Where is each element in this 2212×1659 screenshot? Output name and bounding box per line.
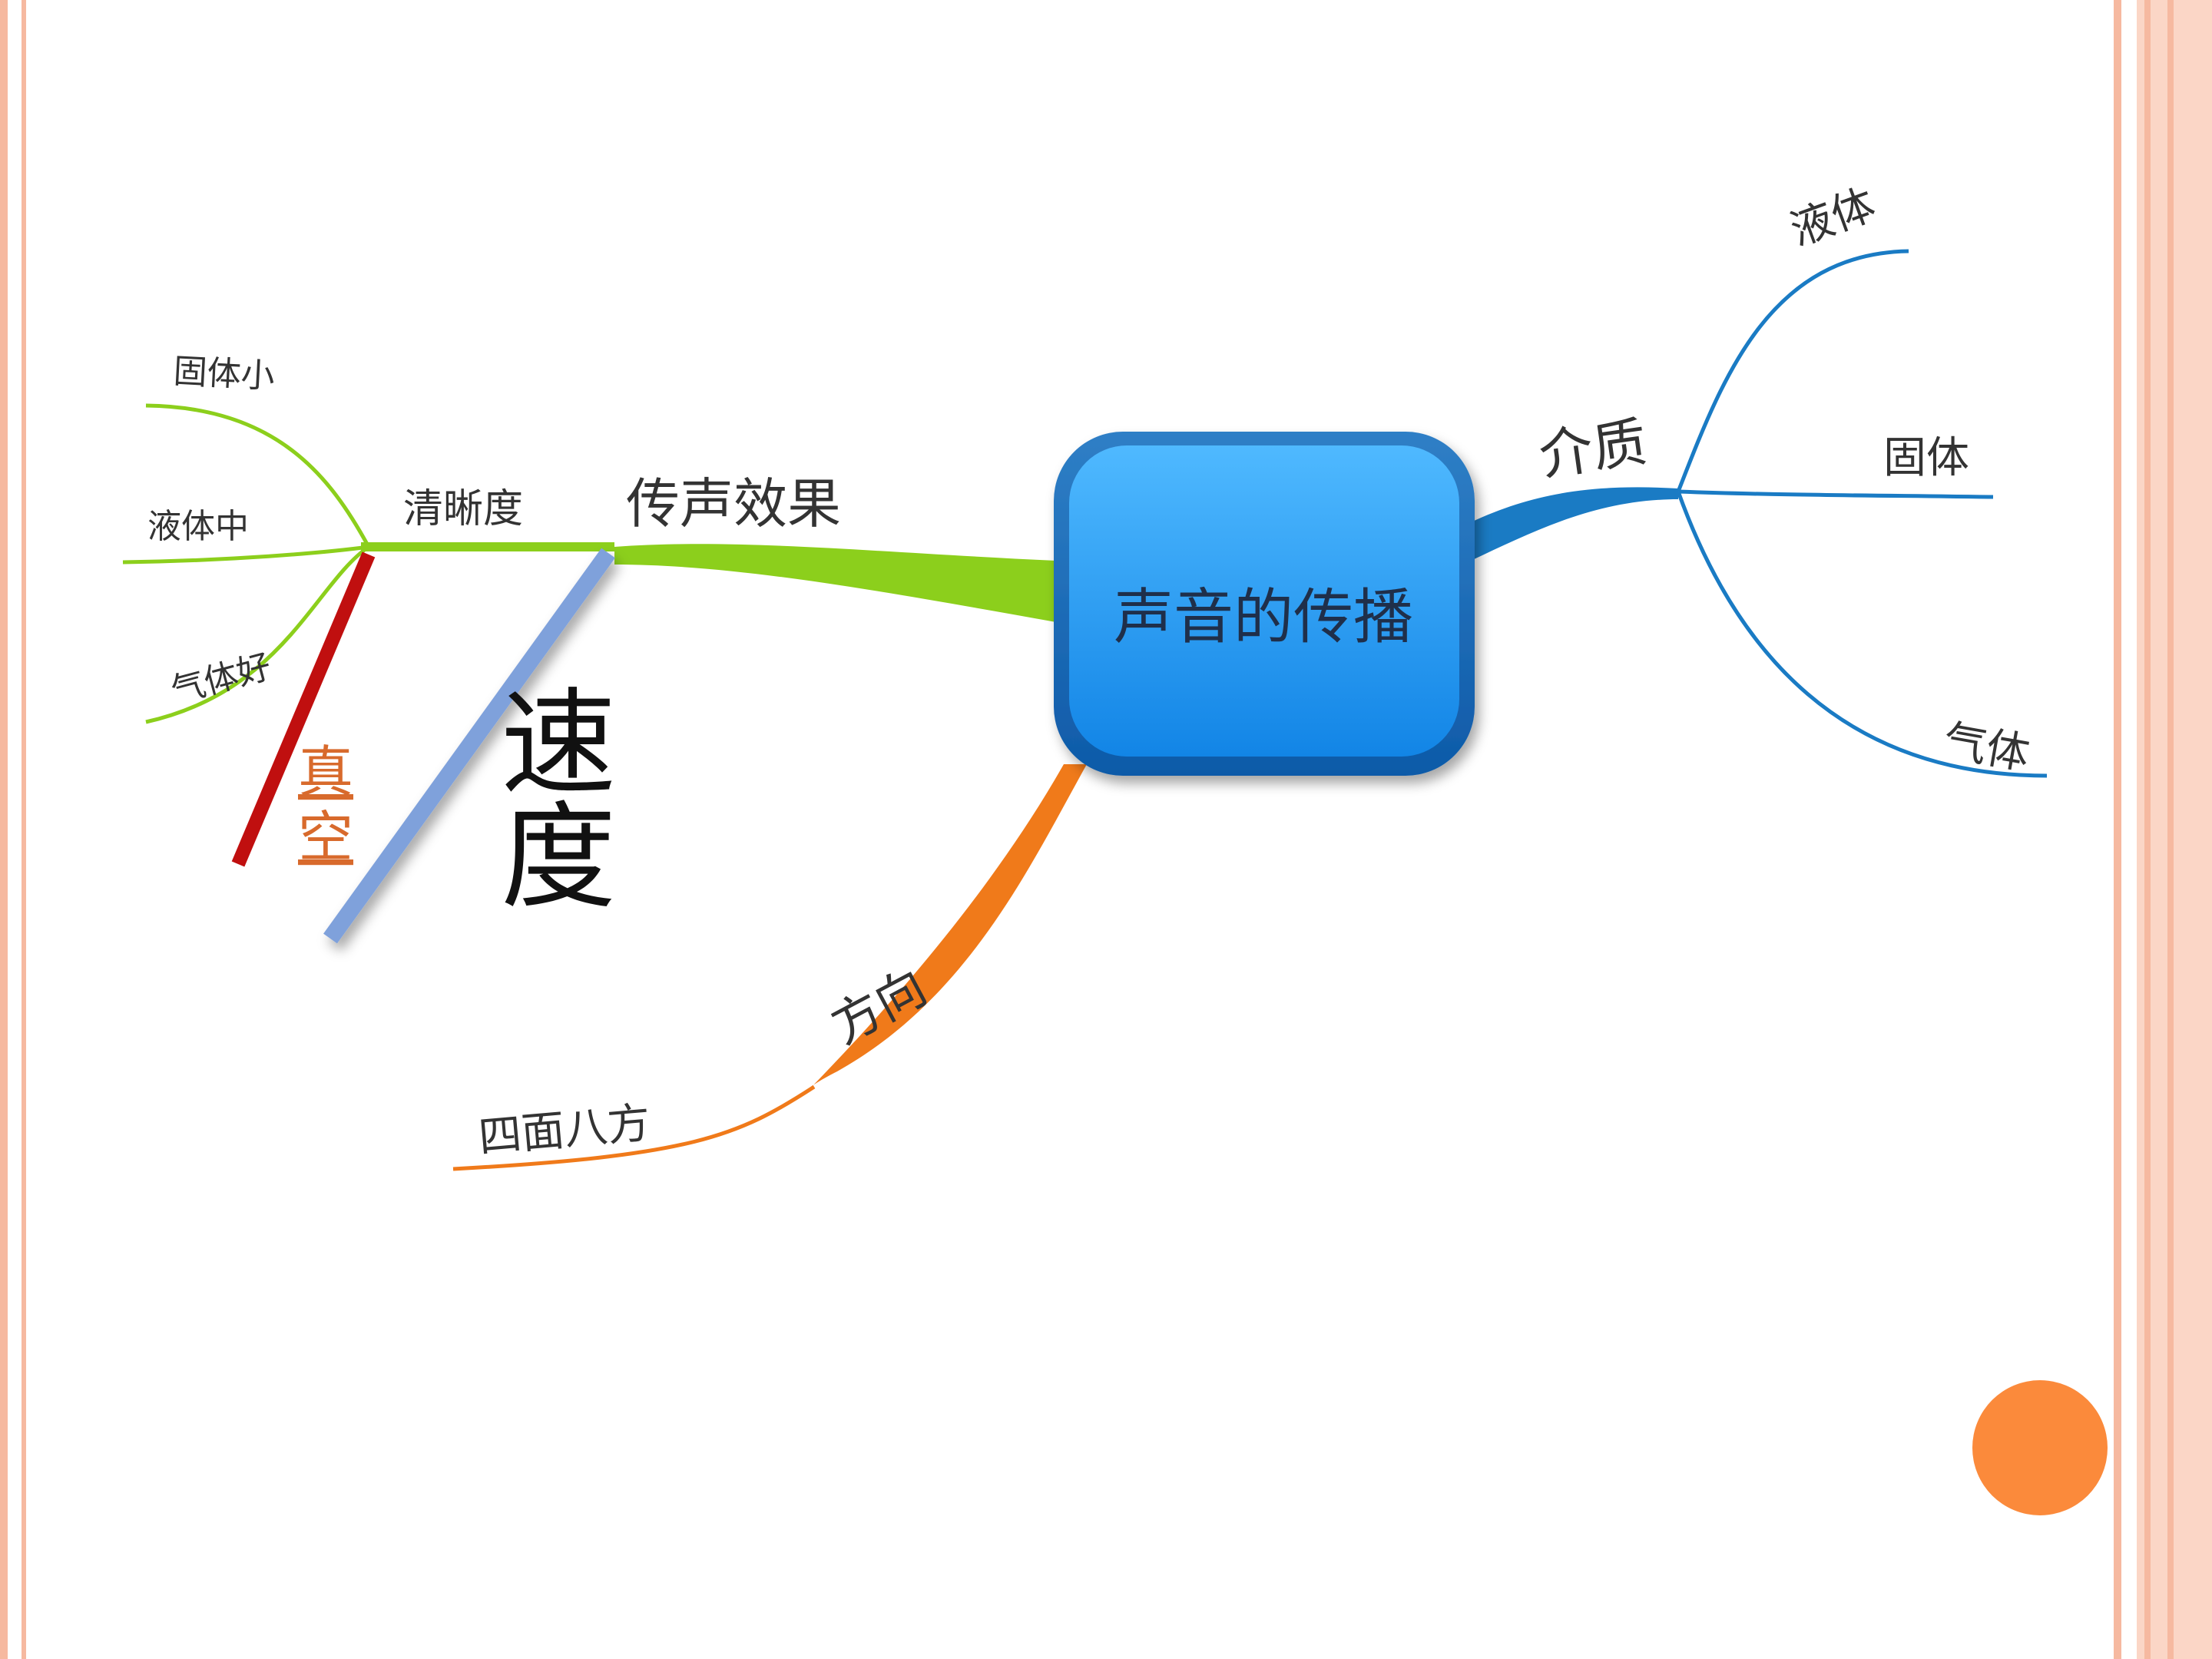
right-border-outer: [2114, 0, 2121, 1659]
orange-dot: [1972, 1380, 2108, 1515]
left-border-inner: [22, 0, 26, 1659]
branch-direction: [806, 764, 1087, 1092]
vacuum-bar: [231, 551, 376, 867]
branch-effect: [614, 544, 1056, 622]
branch-clarity-children: [122, 403, 371, 724]
medium-label: 介质: [1535, 410, 1651, 488]
liquid-label: 液体: [1784, 180, 1882, 256]
speed-bar: [323, 548, 615, 944]
gas-good-label: 气体好: [167, 647, 276, 710]
vacuum-char-1: 真: [298, 740, 353, 804]
vacuum-char-2: 空: [298, 805, 353, 869]
solid-small-label: 固体小: [172, 352, 275, 396]
center-label: 声音的传播: [1114, 583, 1413, 652]
right-border-stripe-1: [2144, 0, 2151, 1659]
left-border: [0, 0, 8, 1659]
right-border-stripe-2: [2167, 0, 2174, 1659]
clarity-label: 清晰度: [403, 486, 523, 532]
effect-label: 传声效果: [626, 472, 841, 535]
center-node-face: [1069, 445, 1459, 757]
branch-medium: [1471, 487, 1678, 561]
gas-label: 气体: [1940, 716, 2034, 780]
speed-char-2: 度: [501, 791, 616, 925]
branch-medium-children: [1676, 249, 2048, 778]
liquid-medium-label: 液体中: [147, 507, 249, 546]
branch-direction-tail: [452, 1084, 816, 1171]
speed-char-1: 速: [501, 677, 616, 811]
solid-label: 固体: [1883, 433, 1969, 483]
